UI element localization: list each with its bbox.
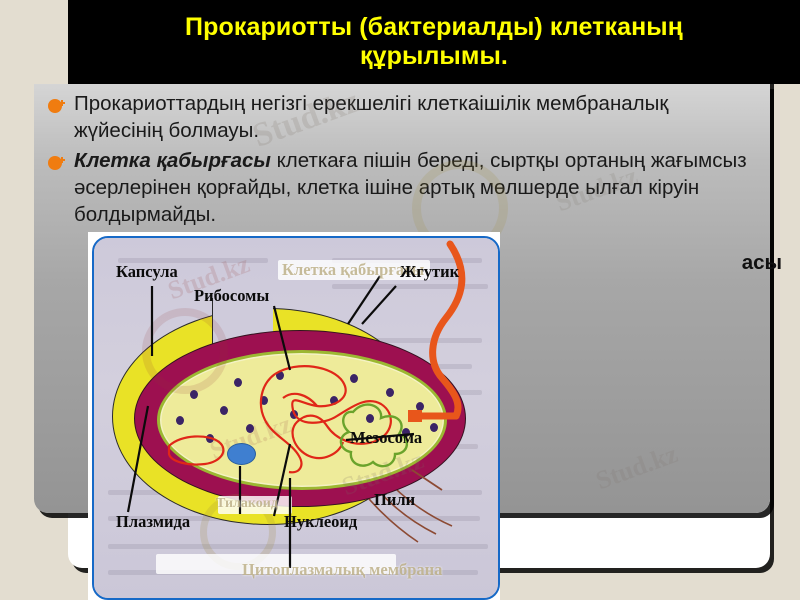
ribosome-dot	[386, 388, 394, 397]
ribosome-dot	[176, 416, 184, 425]
bullet-text: Клетка қабырғасы клеткаға пішін береді, …	[74, 147, 762, 229]
bullet-marker-icon	[48, 155, 65, 170]
prokaryotic-cell-diagram: Капсула Клетка қабырғасы Рибосомы Жгутик…	[92, 236, 500, 600]
highlight-wash	[156, 554, 396, 574]
label-nucleoid: Нуклеоид	[284, 512, 358, 531]
ribosome-dot	[220, 406, 228, 415]
page-text-line	[332, 338, 482, 343]
plasmid-structure	[167, 435, 225, 466]
ribosome-dot	[260, 396, 268, 405]
label-plasmid: Плазмида	[116, 512, 191, 531]
label-membrane: Цитоплазмалық мембрана	[242, 560, 443, 579]
page-text-line	[118, 258, 268, 263]
ribosome-dot	[246, 424, 254, 433]
bullet-lead-term: Клетка қабырғасы	[74, 148, 271, 172]
highlight-wash	[218, 496, 292, 514]
list-item: Прокариоттардың негізгі ерекшелігі клетк…	[34, 90, 770, 145]
highlight-wash	[278, 260, 430, 280]
label-capsule: Капсула	[116, 262, 178, 281]
bullet-marker-icon	[48, 99, 65, 113]
page-text-line	[108, 544, 488, 549]
thylakoid-structure	[227, 443, 256, 465]
flagellum-structure	[408, 240, 466, 422]
bullet-list: Прокариоттардың негізгі ерекшелігі клетк…	[34, 90, 770, 230]
label-cell-wall: Клетка қабырғасы	[282, 260, 425, 279]
bullet-body-text: клеткаға пішін береді, сыртқы ортаның жа…	[74, 148, 747, 227]
bullet-text: Прокариоттардың негізгі ерекшелігі клетк…	[74, 92, 669, 143]
label-mesosome: Мезосома	[350, 428, 423, 447]
label-thylakoid: Тилакоид	[216, 496, 278, 511]
page-text-line	[332, 490, 482, 495]
leader-lines	[126, 275, 443, 568]
ribosome-dot	[416, 402, 424, 411]
page-text-line	[332, 284, 488, 289]
page-text-line	[332, 516, 480, 521]
ribosome-dot	[430, 423, 438, 432]
label-pili: Пили	[374, 490, 416, 509]
page-title: Прокариотты (бактериалды) клетканың құры…	[185, 12, 683, 71]
mesosome-structure	[339, 403, 408, 468]
ribosome-dot	[350, 374, 358, 383]
page-text-line	[108, 516, 248, 521]
ribosome-dot	[402, 428, 410, 437]
occluded-text-fragment: асы	[741, 251, 782, 274]
nucleoid-structure	[259, 365, 392, 474]
ribosome-dot	[366, 414, 374, 423]
label-flagellum: Жгутик	[400, 262, 460, 281]
slide-title-bar: Прокариотты (бактериалды) клетканың құры…	[68, 0, 800, 84]
list-item: Клетка қабырғасы клеткаға пішін береді, …	[34, 147, 770, 229]
ribosome-dot	[190, 390, 198, 399]
ribosome-dot	[234, 378, 242, 387]
ribosome-dot	[276, 371, 284, 380]
ribosome-dot	[330, 396, 338, 405]
label-ribosomes: Рибосомы	[194, 286, 270, 305]
